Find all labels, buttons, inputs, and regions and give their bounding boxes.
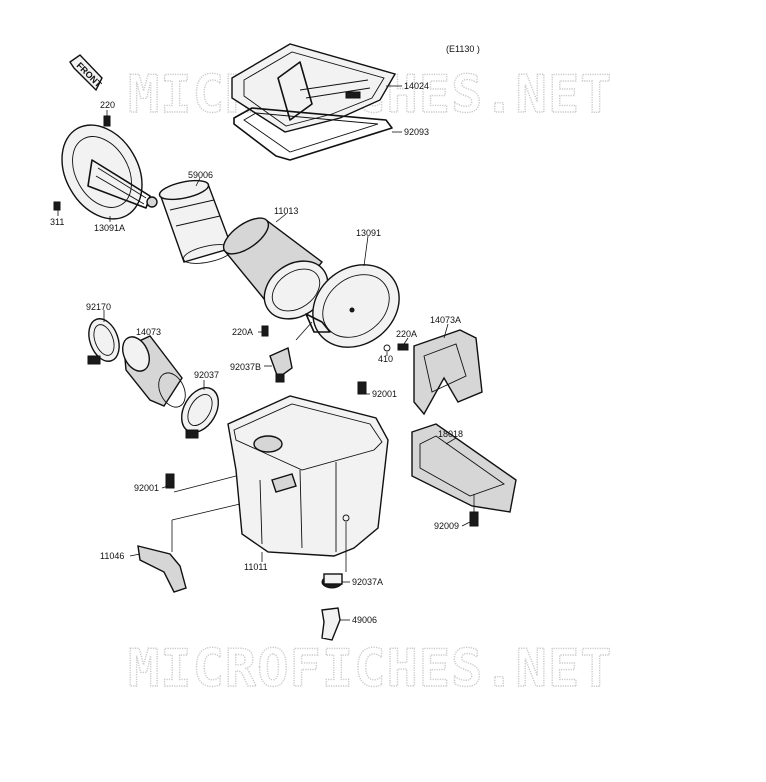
part-label: 11013 [274, 206, 298, 216]
part-11013-filter [222, 217, 329, 320]
part-92170-clamp [87, 318, 120, 365]
part-label: 11046 [100, 551, 124, 561]
part-13091-plate [305, 264, 400, 348]
part-92001-bolt-lower [165, 473, 175, 489]
part-label: 220A [396, 329, 417, 339]
leader-lines [57, 85, 475, 621]
part-label: 13091A [94, 223, 125, 233]
part-label: 59006 [188, 170, 213, 180]
part-label: 311 [50, 217, 64, 227]
front-arrow-icon: FRONT [69, 54, 104, 92]
part-92009-screw [469, 511, 479, 527]
part-220-screw [103, 115, 111, 127]
part-49006-plug [321, 607, 341, 641]
part-92093-gasket [233, 107, 393, 161]
part-92001-bolt-upper [357, 381, 367, 395]
part-220A-screw-right [397, 343, 409, 351]
part-label: 410 [378, 354, 393, 364]
watermark-bottom: MICROFICHES.NET [128, 639, 613, 699]
part-14073-duct [122, 335, 186, 408]
part-label: 92170 [86, 302, 111, 312]
part-labels: 14024 92093 220 311 13091A 59006 11013 1… [50, 81, 463, 625]
part-92037A-clamp [321, 573, 343, 589]
part-label: 92037 [194, 370, 219, 380]
part-label: 49006 [352, 615, 377, 625]
part-92037B-clamp [269, 347, 293, 383]
part-13091A-holder [61, 124, 158, 220]
part-label: 18018 [438, 429, 463, 439]
part-label: 14073A [430, 315, 461, 325]
part-label: 14073 [136, 327, 161, 337]
ref-code: (E1130 ) [446, 44, 480, 54]
part-label: 220A [232, 327, 253, 337]
part-label: 92037A [352, 577, 383, 587]
part-59006-element [158, 179, 233, 264]
part-label: 92001 [372, 389, 397, 399]
part-14073A-duct [413, 329, 483, 416]
part-220A-screw-left [261, 325, 269, 337]
part-label: 14024 [404, 81, 429, 91]
part-label: 92009 [434, 521, 459, 531]
part-11046-bracket [137, 545, 187, 593]
part-label: 11011 [244, 562, 268, 572]
part-label: 92037B [230, 362, 261, 372]
part-311-nut [53, 201, 61, 211]
part-410-washer [383, 344, 391, 352]
part-label: 92001 [134, 483, 159, 493]
part-label: 13091 [356, 228, 381, 238]
part-label: 220 [100, 100, 115, 110]
part-92037-clamp [180, 387, 220, 439]
part-label: 92093 [404, 127, 429, 137]
part-18018-duct [411, 423, 517, 513]
part-11011-case [227, 395, 389, 557]
